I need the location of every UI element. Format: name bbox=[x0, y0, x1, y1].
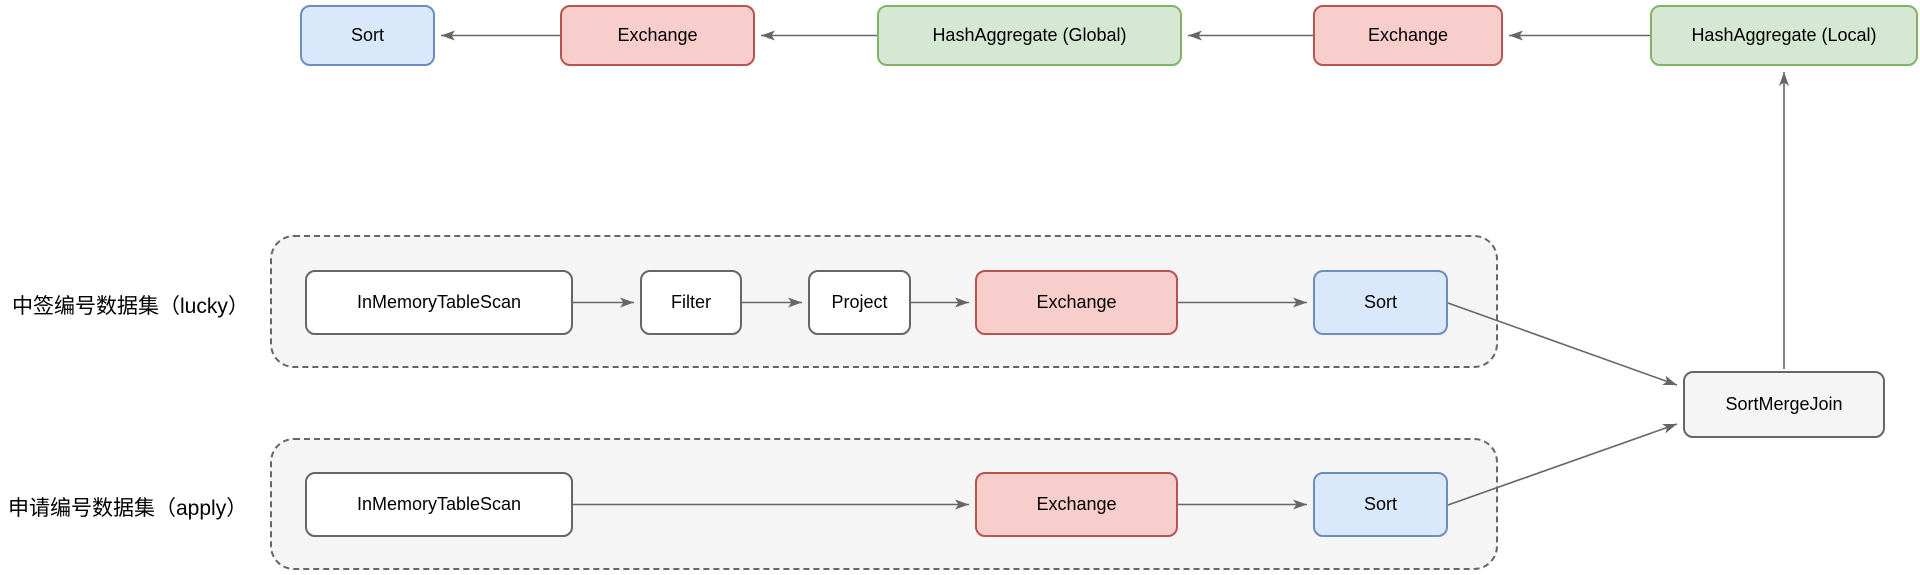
apply-group-label: 申请编号数据集（apply） bbox=[8, 497, 248, 520]
node-apply-exchange: Exchange bbox=[975, 472, 1178, 537]
node-apply-inmemorytablescan: InMemoryTableScan bbox=[305, 472, 573, 537]
node-hashaggregate-global: HashAggregate (Global) bbox=[877, 5, 1182, 66]
node-final-sort: Sort bbox=[300, 5, 435, 66]
node-lucky-exchange: Exchange bbox=[975, 270, 1178, 335]
node-sortmergejoin: SortMergeJoin bbox=[1683, 371, 1885, 438]
node-lucky-sort: Sort bbox=[1313, 270, 1448, 335]
lucky-group-label: 中签编号数据集（lucky） bbox=[12, 295, 249, 318]
node-hashaggregate-local: HashAggregate (Local) bbox=[1650, 5, 1918, 66]
node-top-exchange-2: Exchange bbox=[1313, 5, 1503, 66]
node-project: Project bbox=[808, 270, 911, 335]
node-filter: Filter bbox=[640, 270, 742, 335]
node-apply-sort: Sort bbox=[1313, 472, 1448, 537]
node-top-exchange-1: Exchange bbox=[560, 5, 755, 66]
node-lucky-inmemorytablescan: InMemoryTableScan bbox=[305, 270, 573, 335]
